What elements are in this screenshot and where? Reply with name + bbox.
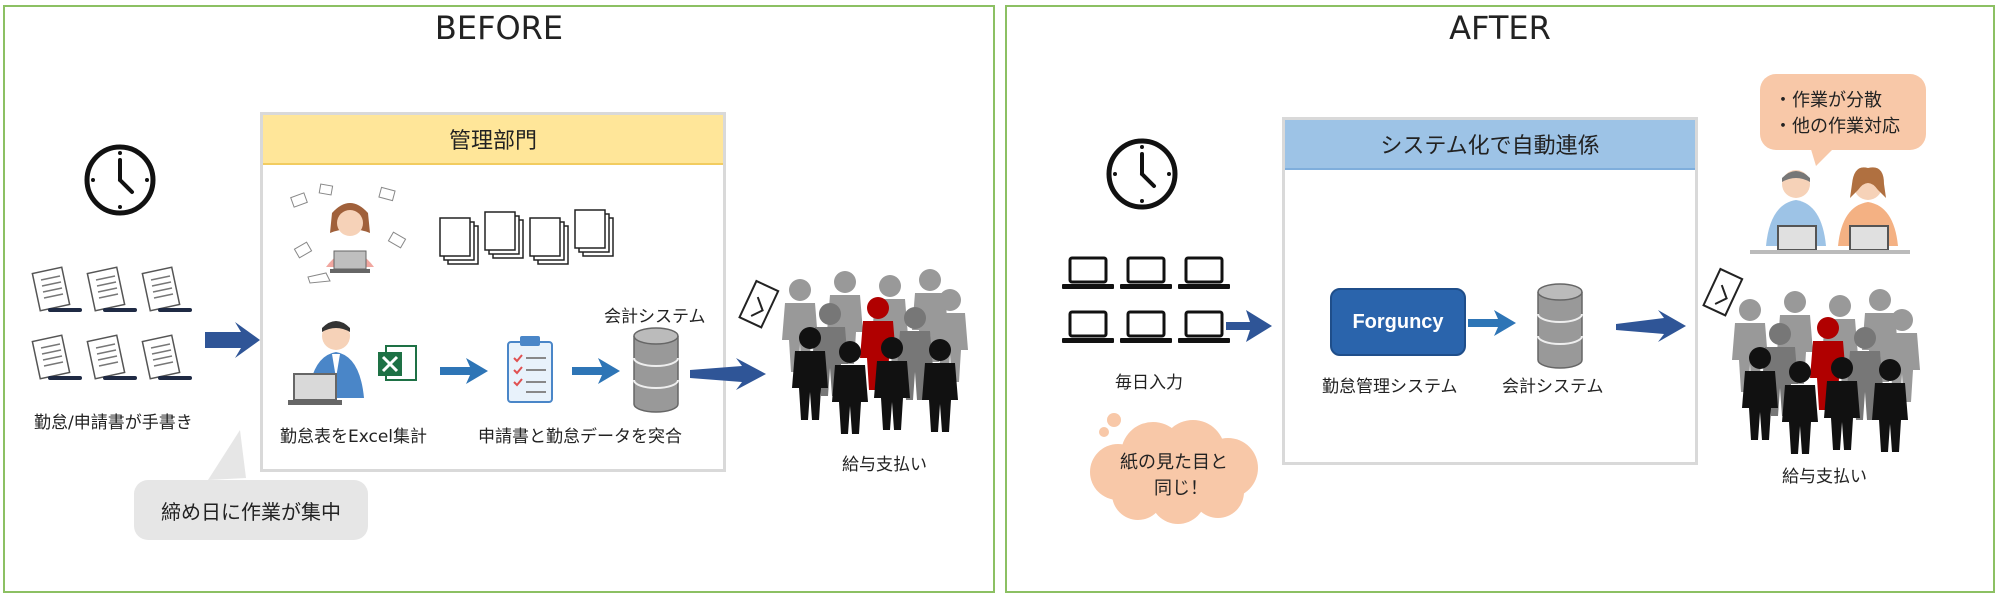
arrow-icon <box>1468 310 1516 336</box>
database-icon <box>633 327 679 413</box>
improvement-line-2: ・他の作業対応 <box>1774 116 1900 137</box>
arrow-icon <box>440 358 488 384</box>
workload-bubble: 締め日に作業が集中 <box>134 480 368 540</box>
forguncy-button-label: Forguncy <box>1352 310 1444 333</box>
pay-envelope-icon <box>738 279 780 329</box>
handwritten-label: 勤怠/申請書が手書き <box>34 413 193 433</box>
admin-header: 管理部門 <box>263 115 723 165</box>
cloud-bubble-icon <box>1090 413 1258 524</box>
reconcile-label: 申請書と勤怠データを突合 <box>478 427 682 447</box>
after-title: AFTER <box>1449 9 1551 47</box>
crowd-icon <box>782 269 968 434</box>
excel-label: 勤怠表をExcel集計 <box>280 427 428 447</box>
improvement-line-1: ・作業が分散 <box>1774 90 1882 111</box>
arrow-icon <box>572 358 620 384</box>
arrow-icon <box>1226 310 1272 342</box>
arrow-icon <box>205 322 260 358</box>
forguncy-button[interactable]: Forguncy <box>1330 288 1466 356</box>
office-worker-icon <box>288 321 364 405</box>
clock-icon <box>1142 174 1143 175</box>
document-icon <box>30 265 192 381</box>
before-panel: BEFORE <box>3 5 995 593</box>
worried-person-icon <box>290 183 407 284</box>
daily-input-label: 毎日入力 <box>1115 373 1183 393</box>
improvement-bubble: ・作業が分散 ・他の作業対応 <box>1760 74 1926 150</box>
before-title: BEFORE <box>434 9 564 47</box>
excel-icon <box>378 345 417 381</box>
clipboard-icon <box>507 336 553 403</box>
speech-tail <box>208 430 246 480</box>
paper-stack-icon <box>439 209 614 265</box>
system-header: システム化で自動連係 <box>1285 120 1695 170</box>
speech-tail <box>1810 146 1836 166</box>
admin-header-label: 管理部門 <box>448 129 537 154</box>
database-icon <box>1537 283 1583 369</box>
accounting-label-before: 会計システム <box>604 307 706 327</box>
system-header-label: システム化で自動連係 <box>1380 134 1600 159</box>
workload-bubble-text: 締め日に作業が集中 <box>161 499 341 524</box>
two-workers-icon <box>1750 167 1910 254</box>
arrow-icon <box>690 358 766 390</box>
pay-envelope-icon <box>1702 267 1744 317</box>
after-panel: AFTER <box>1005 5 1995 593</box>
payroll-label-before: 給与支払い <box>842 455 927 475</box>
attendance-system-label: 勤怠管理システム <box>1322 377 1458 397</box>
accounting-label-after: 会計システム <box>1502 377 1604 397</box>
laptop-icon <box>1060 256 1232 345</box>
arrow-icon <box>1616 310 1686 342</box>
cloud-line-1: 紙の見た目と <box>1120 452 1228 473</box>
clock-icon <box>120 180 121 181</box>
cloud-line-2: 同じ！ <box>1154 478 1208 499</box>
payroll-label-after: 給与支払い <box>1782 467 1867 487</box>
admin-department-box: 管理部門 <box>260 112 726 472</box>
crowd-icon <box>1732 289 1920 454</box>
